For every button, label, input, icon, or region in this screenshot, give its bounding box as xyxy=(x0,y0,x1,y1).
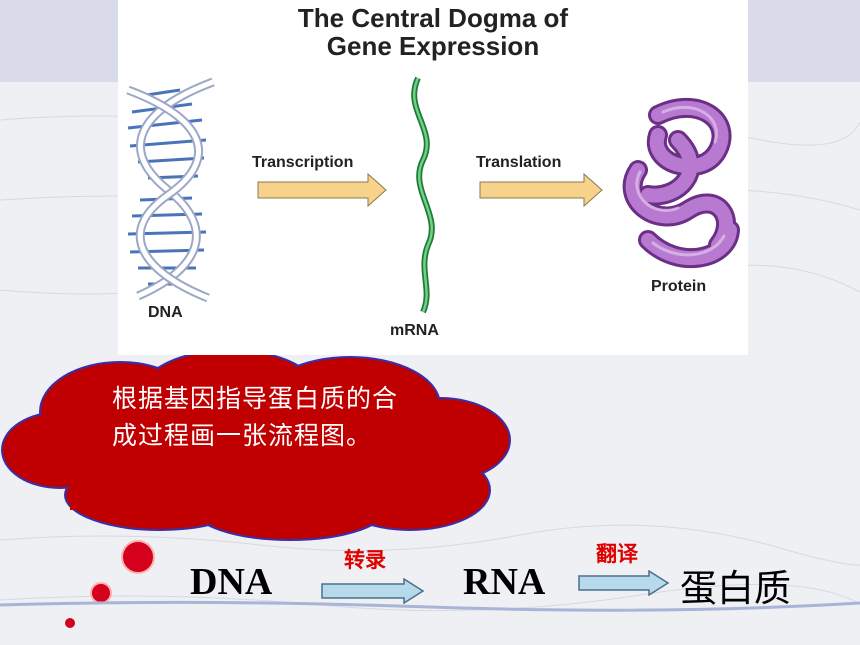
diagram-title: The Central Dogma of Gene Expression xyxy=(118,4,748,60)
translation-label: Translation xyxy=(476,154,562,171)
flow-arrow-translation xyxy=(578,570,670,596)
diagram-title-line2: Gene Expression xyxy=(326,31,540,61)
flow-rna: RNA xyxy=(463,561,546,603)
flow-transcription-label: 转录 xyxy=(344,548,386,572)
protein-illustration xyxy=(622,97,740,269)
flow-protein: 蛋白质 xyxy=(680,567,791,610)
flow-translation-label: 翻译 xyxy=(596,542,638,566)
mrna-strand-illustration xyxy=(411,76,435,314)
dna-helix-illustration xyxy=(126,77,215,303)
diagram-title-line1: The Central Dogma of xyxy=(297,3,569,33)
mrna-label: mRNA xyxy=(390,322,439,339)
flow-dna: DNA xyxy=(190,561,273,603)
cloud-callout xyxy=(1,355,511,541)
protein-label: Protein xyxy=(651,278,707,295)
transcription-arrow xyxy=(257,172,387,208)
callout-text: 根据基因指导蛋白质的合成过程画一张流程图。 xyxy=(112,384,399,450)
flow-arrow-transcription xyxy=(321,578,425,604)
bottom-divider xyxy=(0,600,860,612)
transcription-label: Transcription xyxy=(252,154,354,171)
translation-arrow xyxy=(479,172,603,208)
dna-label: DNA xyxy=(148,304,183,321)
central-dogma-diagram: The Central Dogma of Gene Expression xyxy=(118,0,748,355)
callout-tail-dots xyxy=(65,540,155,628)
